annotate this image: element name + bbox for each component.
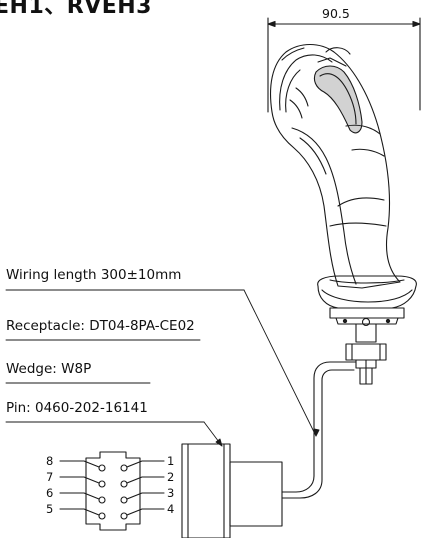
pin-label-1: 1 xyxy=(167,454,175,468)
page-title: EH1、RVEH3 xyxy=(0,0,152,19)
pin-label-2: 2 xyxy=(167,470,175,484)
connector-pin-face xyxy=(59,451,165,531)
pin-2-hole xyxy=(120,480,128,488)
width-dimension xyxy=(267,17,421,113)
joystick-base xyxy=(317,275,417,385)
pin-label-3: 3 xyxy=(167,486,175,500)
pin-3-hole xyxy=(120,496,128,504)
pin-callout: Pin: 0460-202-16141 xyxy=(6,400,148,416)
wedge-callout: Wedge: W8P xyxy=(6,361,92,377)
width-dimension-label: 90.5 xyxy=(322,6,350,21)
pin-6-hole xyxy=(98,496,106,504)
receptacle-callout: Receptacle: DT04-8PA-CE02 xyxy=(6,318,195,334)
pin-label-7: 7 xyxy=(46,470,54,484)
pin-label-4: 4 xyxy=(167,502,175,516)
wiring-length-callout: Wiring length 300±10mm xyxy=(6,267,182,283)
pin-7-hole xyxy=(98,480,106,488)
joystick-handle xyxy=(269,43,401,289)
wiring-cable xyxy=(281,361,357,499)
callout-leaders xyxy=(5,289,320,447)
pin-label-6: 6 xyxy=(46,486,54,500)
receptacle-connector xyxy=(181,443,283,538)
pin-8-hole xyxy=(98,464,106,472)
pin-label-5: 5 xyxy=(46,502,54,516)
pin-4-hole xyxy=(120,512,128,520)
pin-5-hole xyxy=(98,512,106,520)
pin-1-hole xyxy=(120,464,128,472)
pin-label-8: 8 xyxy=(46,454,54,468)
